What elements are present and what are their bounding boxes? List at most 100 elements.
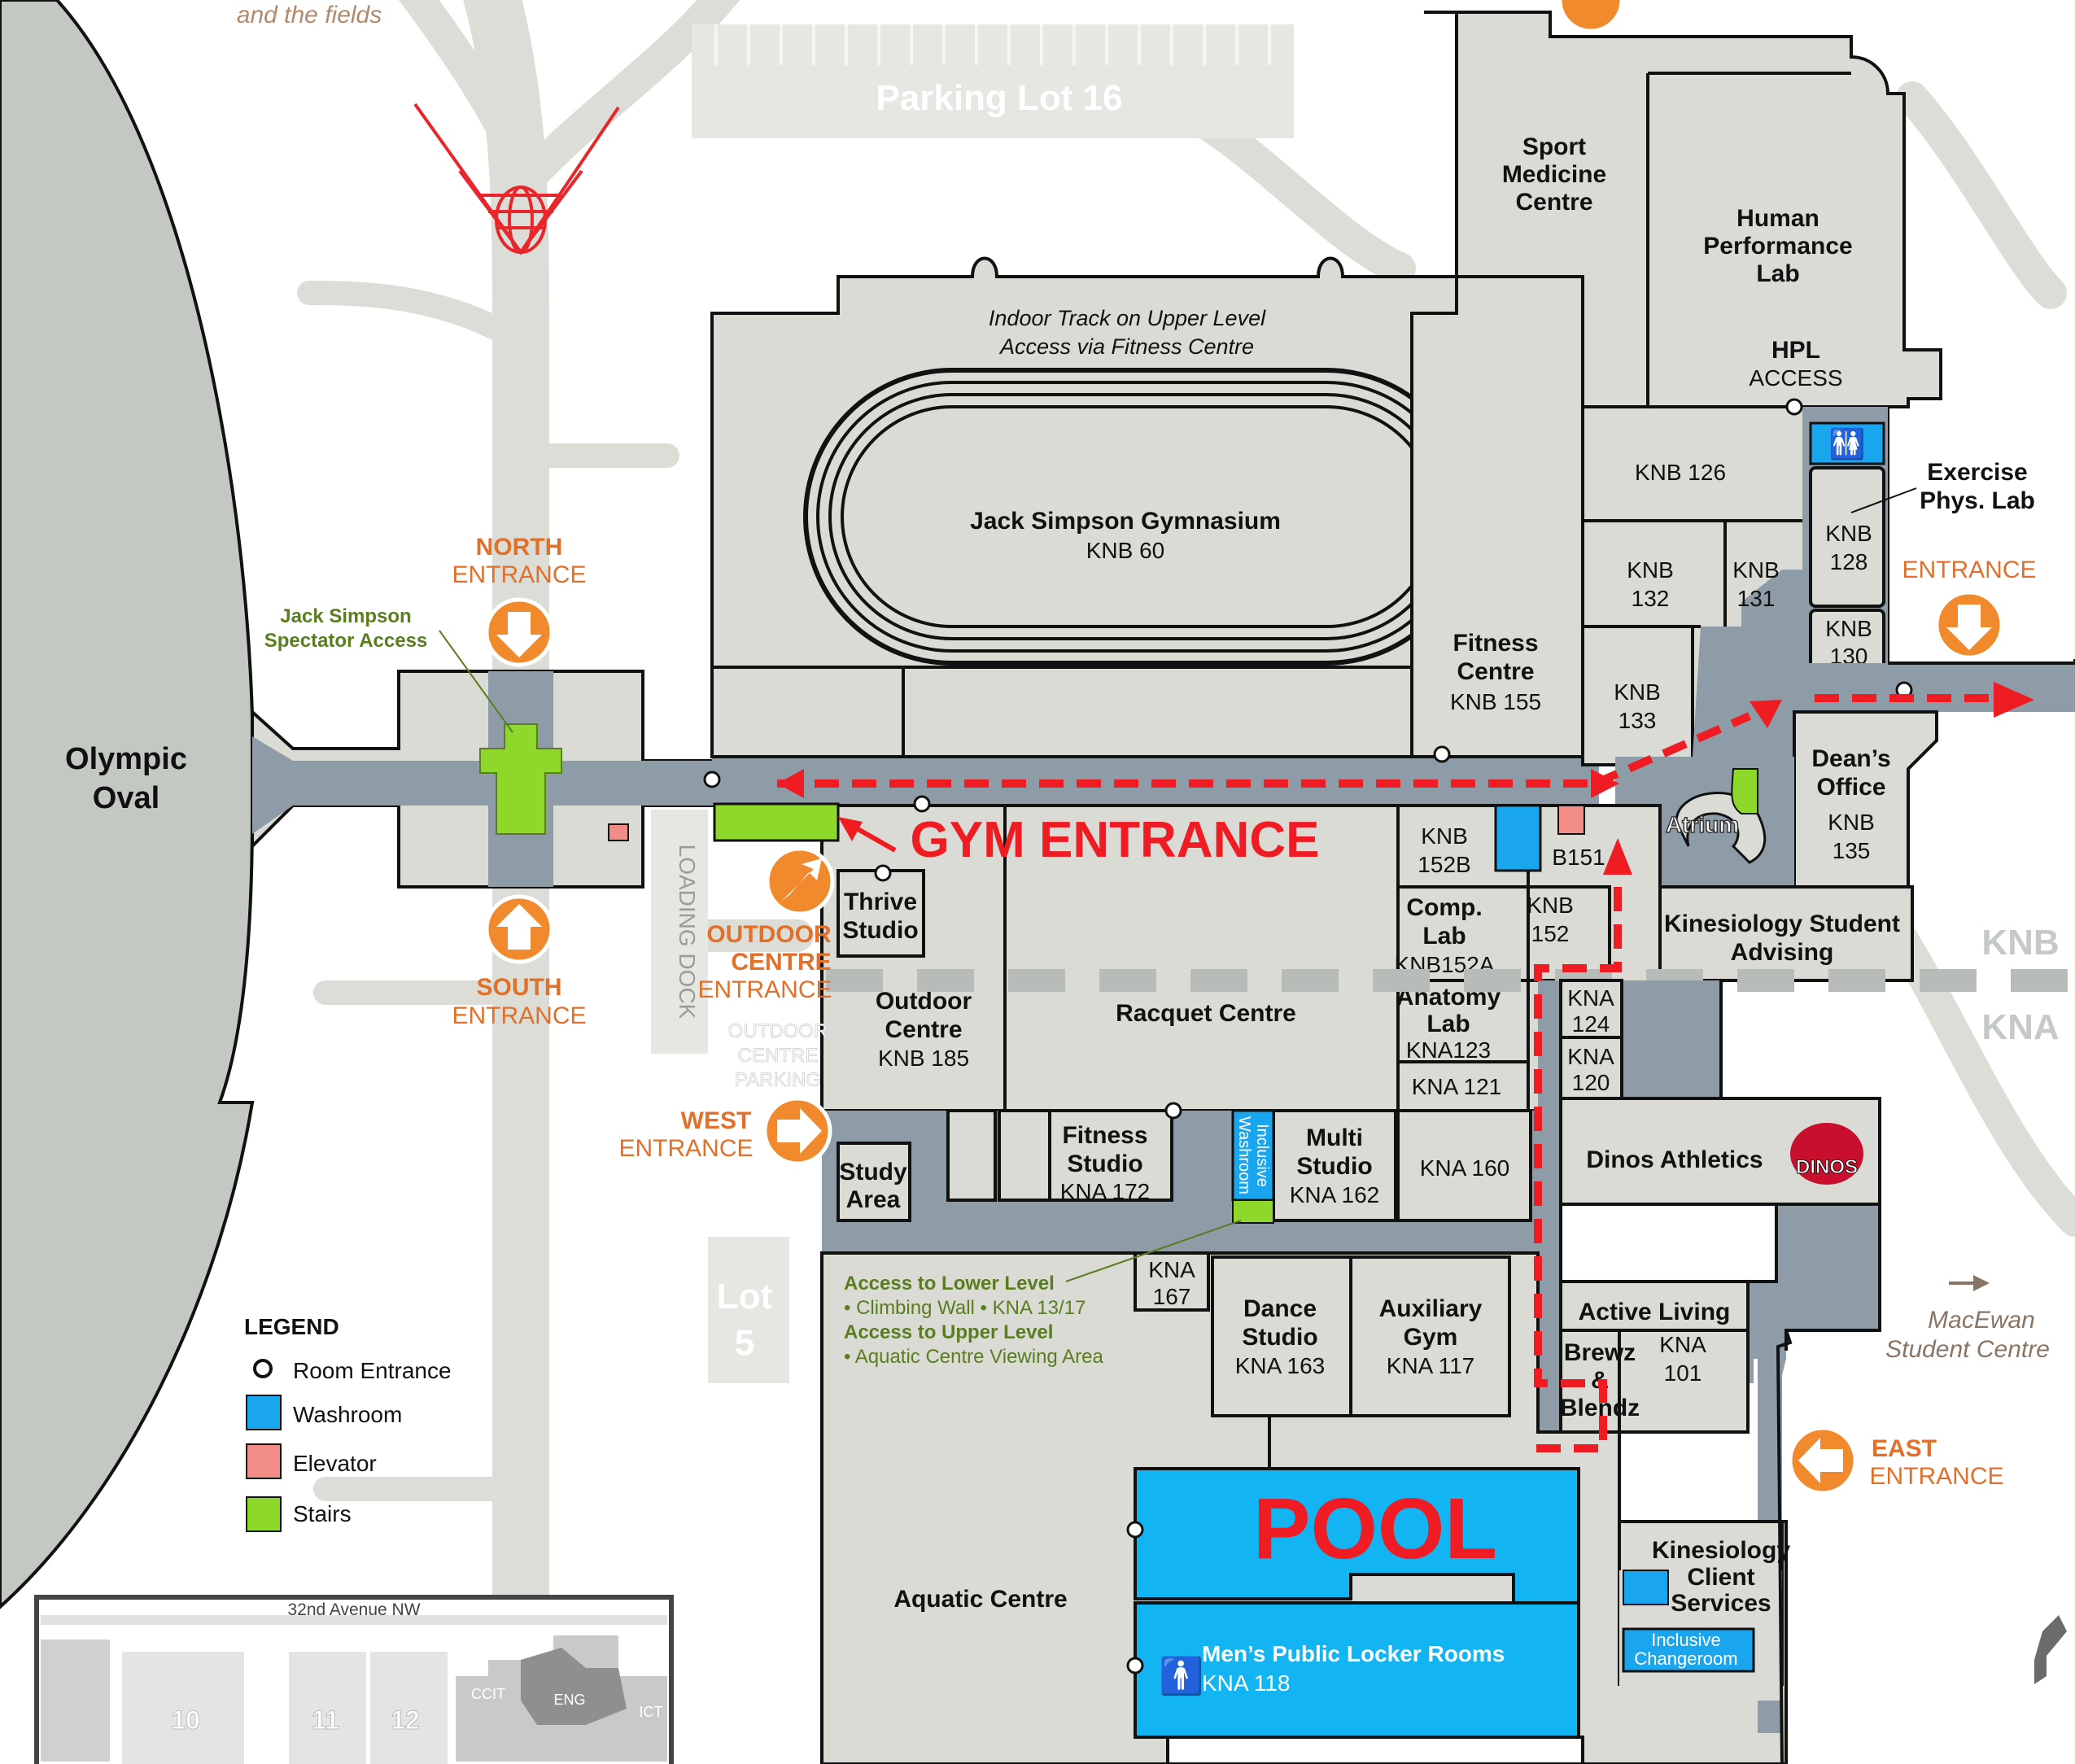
east-entrance-label-2: ENTRANCE	[1869, 1463, 2003, 1490]
north-entrance-label-1: NORTH	[476, 534, 563, 561]
knb152-label-2: 152	[1531, 921, 1570, 946]
aquatic-centre-label: Aquatic Centre	[893, 1586, 1067, 1613]
spectator-label-2: Spectator Access	[264, 630, 428, 652]
brewz-label-1: Brewz	[1564, 1339, 1636, 1366]
knb132-label-2: 132	[1632, 586, 1670, 611]
legend-room-entrance: Room Entrance	[293, 1358, 452, 1383]
kna167-label-1: KNA	[1148, 1257, 1195, 1282]
south-entrance-label-2: ENTRANCE	[452, 1002, 586, 1029]
fitness-centre: Fitness Centre KNB 155	[1410, 275, 1584, 758]
inset-street-label: 32nd Avenue NW	[287, 1600, 420, 1619]
inset-lot-12: 12	[391, 1705, 420, 1735]
east-boundary	[1776, 1098, 1881, 1764]
north-entrance: NORTH ENTRANCE	[452, 534, 587, 667]
gym-entrance-stairs	[713, 802, 840, 842]
multi-studio-label-1: Multi	[1306, 1124, 1363, 1151]
inset-ccit: CCIT	[471, 1686, 505, 1702]
inset-ict: ICT	[640, 1704, 663, 1720]
dance-studio-label-1: Dance	[1243, 1295, 1317, 1322]
fitness-centre-label-1: Fitness	[1452, 630, 1538, 657]
stairs-note-line-1: Access to Lower Level	[844, 1273, 1055, 1295]
thrive-label-2: Studio	[842, 917, 918, 944]
sport-medicine-building: Sport Medicine Centre Human Performance …	[1424, 11, 1942, 408]
kna124-label-2: 124	[1572, 1011, 1610, 1037]
multi-studio-label-2: Studio	[1296, 1153, 1372, 1180]
kna-zone-label: KNA	[1981, 1007, 2059, 1047]
room-entrance-icon	[913, 795, 931, 813]
loading-dock: LOADING DOCK	[651, 810, 708, 1054]
west-entrance: WEST ENTRANCE	[618, 1096, 832, 1166]
kna160-label: KNA 160	[1420, 1155, 1510, 1181]
macewan-label-2: Student Centre	[1885, 1336, 2050, 1363]
person-icon: 🚹	[1160, 1656, 1204, 1696]
room-entrance-icon	[253, 1359, 273, 1378]
knb-zone-label: KNB	[1981, 923, 2059, 963]
knb132-label-1: KNB	[1627, 557, 1674, 583]
knb152b-label-2: 152B	[1418, 852, 1470, 877]
knb152-label-1: KNB	[1527, 893, 1574, 918]
knb126-label: KNB 126	[1635, 460, 1726, 485]
inclusive-changeroom	[1622, 1627, 1755, 1673]
knb152b-label-1: KNB	[1421, 823, 1468, 849]
knb133-label-2: 133	[1618, 708, 1657, 733]
northeast-entrance-label: ENTRANCE	[1902, 557, 2036, 583]
olympic-oval: Olympic Oval	[0, 0, 255, 1609]
outdoor-entrance-label-1: OUTDOOR	[706, 921, 832, 948]
legend-stairs-swatch	[246, 1496, 282, 1532]
west-connector	[251, 670, 714, 889]
washroom-icon: 🚻	[1829, 427, 1866, 461]
spectator-note: Jack Simpson Spectator Access	[264, 605, 513, 733]
hpl-label-3: Lab	[1756, 260, 1799, 287]
fields-note: and the fields	[237, 2, 382, 28]
outdoor-centre-label-2: Centre	[885, 1016, 962, 1043]
stairs-note-line-4: • Aquatic Centre Viewing Area	[844, 1346, 1103, 1368]
kna124-label-1: KNA	[1567, 985, 1614, 1011]
kin-client-label-1: Kinesiology	[1652, 1537, 1790, 1564]
inset-lot-11: 11	[312, 1705, 339, 1735]
legend-washroom-swatch	[246, 1395, 282, 1430]
knb131-label-2: 131	[1737, 586, 1776, 611]
dance-studio-label-2: Studio	[1242, 1324, 1317, 1351]
stairs-note-line-3: Access to Upper Level	[844, 1321, 1053, 1343]
south-west-block: Thrive Studio Outdoor Centre KNB 185 Rac…	[820, 804, 1662, 1112]
multi-studio-label-3: KNA 162	[1290, 1182, 1380, 1207]
elevator-west	[608, 823, 629, 841]
outdoor-centre-entrance: OUTDOOR CENTRE ENTRANCE	[697, 846, 835, 1003]
washroom-centre	[1494, 804, 1542, 872]
macewan-label-1: MacEwan	[1928, 1307, 2035, 1334]
outdoor-centre-label-3: KNB 185	[878, 1046, 969, 1071]
inclusive-changeroom-label-2: Changeroom	[1634, 1648, 1737, 1669]
inset-map: 32nd Avenue NW 10 11 12 CCIT ENG ICT	[34, 1595, 674, 1764]
knb130-label-1: KNB	[1825, 616, 1872, 641]
outdoor-entrance-label-2: CENTRE	[731, 949, 831, 976]
stairs-centre	[1232, 1199, 1274, 1224]
sport-medicine-label-1: Sport	[1522, 133, 1586, 160]
study-area-label-1: Study	[839, 1159, 907, 1185]
pool	[1134, 1467, 1580, 1621]
gym-entrance-label: GYM ENTRANCE	[911, 812, 1320, 868]
parking-lot-16-label: Parking Lot 16	[876, 78, 1122, 118]
east-corridor	[1758, 663, 2075, 712]
kin-advising-label-2: Advising	[1731, 939, 1834, 966]
inclusive-washroom-label-1: Inclusive	[1253, 1124, 1271, 1187]
outdoor-parking-label-3: PARKING	[735, 1069, 821, 1091]
indoor-track-note-2: Access via Fitness Centre	[998, 334, 1254, 359]
kna167-label-2: 167	[1153, 1284, 1191, 1309]
spectator-label-1: Jack Simpson	[280, 605, 411, 627]
fitness-studio-label-1: Fitness	[1062, 1122, 1147, 1149]
outdoor-entrance-label-3: ENTRANCE	[697, 976, 832, 1003]
olympic-oval-label-2: Oval	[93, 781, 159, 815]
knb131-label-1: KNB	[1732, 557, 1780, 583]
kin-client-services: Kinesiology Client Services Inclusive Ch…	[1618, 1326, 1790, 1733]
spectator-stairs	[479, 723, 562, 835]
olympic-oval-label-1: Olympic	[65, 742, 187, 776]
kna120-label-1: KNA	[1567, 1044, 1614, 1069]
route-arrowheads	[777, 682, 2034, 875]
room-entrance-icon	[1126, 1657, 1144, 1674]
locker-rooms	[1134, 1601, 1580, 1739]
inclusive-washroom-label-2: Washroom	[1235, 1116, 1253, 1194]
room-entrance-icon	[1433, 745, 1451, 763]
entrance-marker-orange-top	[1557, 0, 1624, 33]
room-entrance-icon	[1164, 1102, 1182, 1120]
